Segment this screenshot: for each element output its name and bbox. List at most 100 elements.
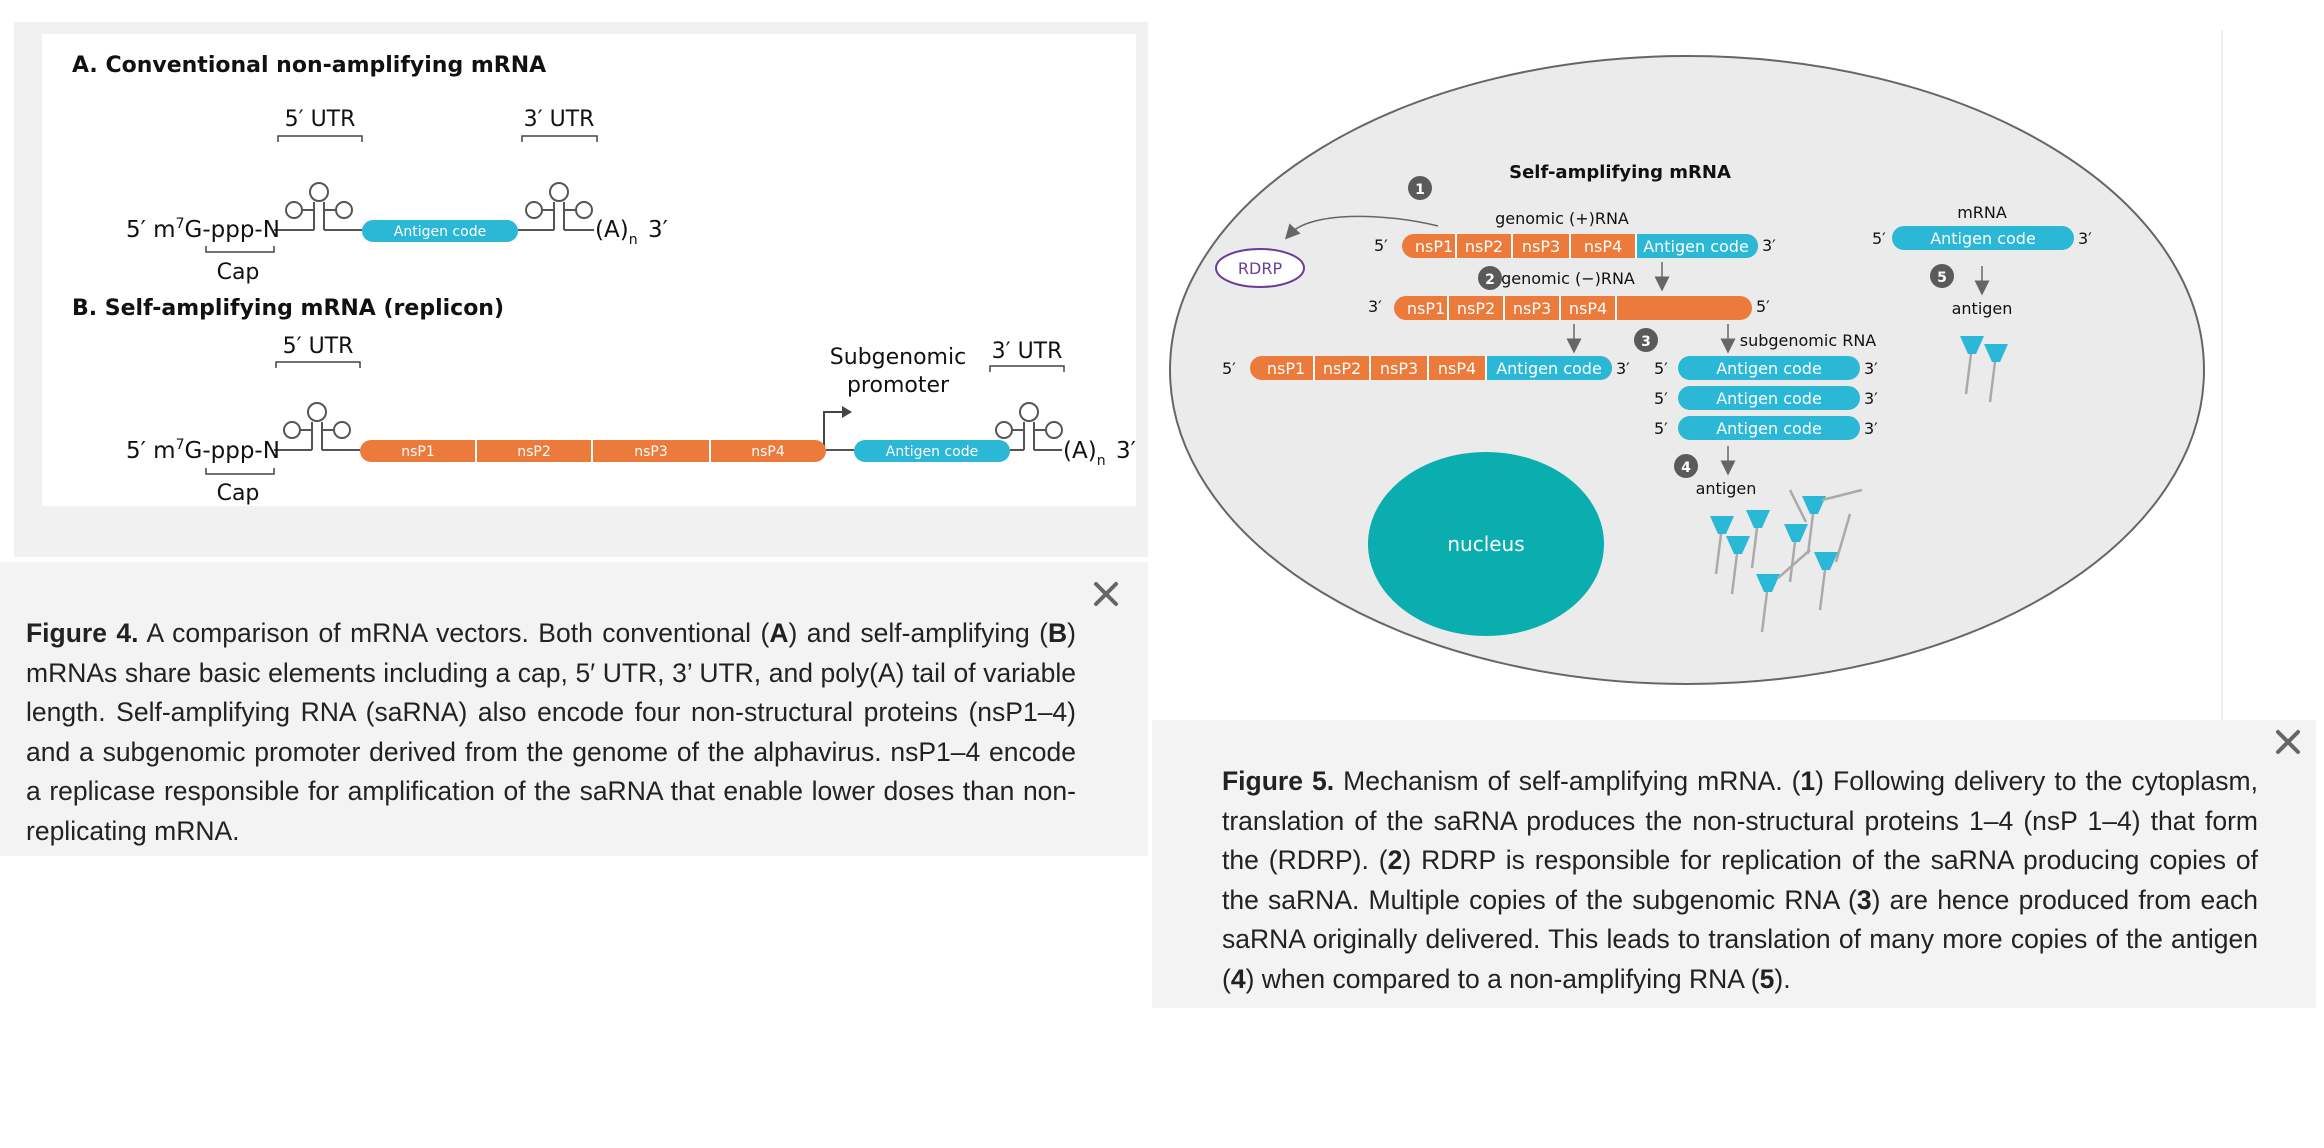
genomic-copy-antigen [1486,356,1612,380]
minus-3prime: 3′ [1368,297,1382,316]
mrna-label: mRNA [1957,203,2007,222]
utr3-bracket-a [521,135,598,142]
rdrp-arrow [1284,215,1439,240]
rdrp-label: RDRP [1238,259,1283,278]
nsp3-label-b: nsP3 [634,444,668,460]
polya-b: (A)n [1063,438,1106,469]
end3-a: 3′ [648,217,668,243]
stemloop-5utr-b [283,402,351,451]
figure-4-panel: A. Conventional non-amplifying mRNA 5′ U… [14,22,1148,557]
svg-text:5′: 5′ [1654,359,1668,378]
close-icon [2276,730,2300,754]
figure-5-caption-panel: Figure 5. Mechanism of self-amplifying m… [1152,720,2316,1008]
plus-nsp3: nsP3 [1522,237,1560,256]
mrna-antigen-label: Antigen code [1930,229,2036,248]
step-badge-2: 2 [1478,266,1502,290]
nsp4-label-b: nsP4 [751,444,785,460]
mrna-strand [1892,226,2074,250]
svg-text:1: 1 [1415,182,1425,198]
utr3-label-b: 3′ UTR [992,339,1063,364]
figure-5-diagram: Self-amplifying mRNA 1 2 3 4 5 RDRP geno… [1150,22,2224,718]
antigen-code-label-b: Antigen code [886,444,978,460]
svg-text:Antigen code: Antigen code [1716,389,1822,408]
subgenomic-label-2: promoter [847,373,950,398]
end3-b: 3′ [1116,438,1136,464]
minus-5prime: 5′ [1756,297,1770,316]
copy-nsp4: nsP4 [1438,359,1476,378]
plus-nsp2: nsP2 [1465,237,1503,256]
antigen-label-4: antigen [1696,479,1757,498]
svg-text:3′: 3′ [1864,419,1878,438]
figure-4-svg: A. Conventional non-amplifying mRNA 5′ U… [72,53,1136,506]
svg-text:Antigen code: Antigen code [1716,419,1822,438]
antigen-code-label-a: Antigen code [394,224,486,240]
copy-5prime: 5′ [1222,359,1236,378]
utr5-label-b: 5′ UTR [283,334,354,359]
nucleus [1368,452,1604,636]
subgenomic-label-1: Subgenomic [830,345,966,370]
figure-4-caption-panel: Figure 4. A comparison of mRNA vectors. … [0,562,1148,856]
utr5-bracket-a [277,135,363,142]
subgenomic-label: subgenomic RNA [1740,331,1877,350]
minus-nsp3: nsP3 [1513,299,1551,318]
caption-label: Figure 5. [1222,766,1335,796]
section-a-title: A. Conventional non-amplifying mRNA [72,53,546,78]
minus-nsp1: nsP1 [1407,299,1445,318]
genomic-minus-label: genomic (−)RNA [1501,269,1635,288]
mrna-5prime: 5′ [1872,229,1886,248]
plus-nsp4: nsP4 [1584,237,1622,256]
cap-bracket-a [205,246,275,253]
close-icon [1094,582,1118,606]
promoter-arrow-line [823,411,842,450]
plus-antigen-label: Antigen code [1643,237,1749,256]
cap-structure-a: 5′ m7G-ppp-N [126,216,280,243]
mrna-3prime: 3′ [2078,229,2092,248]
step-badge-5: 5 [1930,264,1954,288]
svg-text:3′: 3′ [1864,359,1878,378]
figure-5-caption: Figure 5. Mechanism of self-amplifying m… [1222,766,2258,994]
subgenomic-rna-1: 5′ Antigen code 3′ [1654,356,1878,380]
antigen-code-bar-a [362,220,518,242]
stemloop-3utr-a [525,182,593,231]
svg-text:5′: 5′ [1654,389,1668,408]
antigen-label-5: antigen [1952,299,2013,318]
antigen-code-bar-b [854,440,1010,462]
svg-text:2: 2 [1485,272,1495,288]
svg-text:3: 3 [1641,334,1651,350]
figure-5-svg: Self-amplifying mRNA 1 2 3 4 5 RDRP geno… [1169,55,2205,685]
utr3-label-a: 3′ UTR [524,107,595,132]
rdrp-oval [1215,248,1305,288]
copy-nsp3: nsP3 [1380,359,1418,378]
svg-text:5: 5 [1937,270,1947,286]
column-divider [2221,30,2223,720]
step-badge-4: 4 [1674,454,1698,478]
figure-4-diagram: A. Conventional non-amplifying mRNA 5′ U… [42,34,1136,506]
svg-text:Antigen code: Antigen code [1716,359,1822,378]
antigen-cluster [1708,488,1863,634]
section-b-title: B. Self-amplifying mRNA (replicon) [72,296,504,321]
plus-5prime: 5′ [1374,236,1388,255]
close-button-figure-5[interactable] [2270,724,2306,760]
minus-nsp2: nsP2 [1457,299,1495,318]
copy-3prime: 3′ [1616,359,1630,378]
cap-label-b: Cap [217,481,260,506]
genomic-plus-antigen [1636,234,1758,258]
cap-structure-b: 5′ m7G-ppp-N [126,437,280,464]
subgenomic-rna-2: 5′ Antigen code 3′ [1654,386,1878,410]
promoter-arrowhead [842,406,852,418]
genomic-minus-strand [1394,296,1752,320]
utr3-bracket-b [989,365,1065,372]
close-button-figure-4[interactable] [1088,576,1124,612]
cap-label-a: Cap [217,260,260,285]
nucleus-label: nucleus [1447,532,1524,556]
copy-nsp1: nsP1 [1267,359,1305,378]
step-badge-1: 1 [1408,176,1432,200]
copy-nsp2: nsP2 [1323,359,1361,378]
svg-text:3′: 3′ [1864,389,1878,408]
fig5-title: Self-amplifying mRNA [1509,162,1731,183]
subgenomic-rna-3: 5′ Antigen code 3′ [1654,416,1878,440]
copy-antigen-label: Antigen code [1496,359,1602,378]
stemloop-5utr-a [285,182,353,231]
polya-a: (A)n [595,217,638,248]
plus-3prime: 3′ [1762,236,1776,255]
